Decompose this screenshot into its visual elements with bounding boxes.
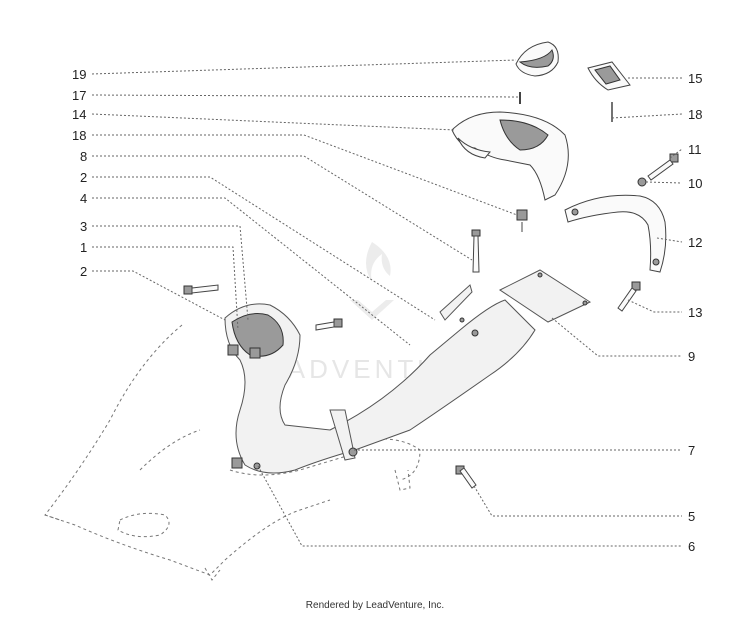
callout-numbers: 19 17 14 18 8 2 4 3 1 2 15 18 11 10 12 1… [72, 67, 702, 554]
callout-4: 4 [80, 191, 87, 206]
callout-18-left: 18 [72, 128, 86, 143]
callout-19: 19 [72, 67, 86, 82]
scooter-body-outline [44, 324, 421, 581]
part-9-plate [499, 269, 592, 323]
part-8-screw [471, 229, 481, 273]
callout-15: 15 [688, 71, 702, 86]
part-10-washer [637, 177, 647, 187]
callout-2-top: 2 [80, 170, 87, 185]
callout-9: 9 [688, 349, 695, 364]
callout-5: 5 [688, 509, 695, 524]
callout-18-right: 18 [688, 107, 702, 122]
callout-3: 3 [80, 219, 87, 234]
bolt-left-mid [315, 318, 343, 331]
part-19-cover [515, 41, 559, 77]
part-18-nut [516, 209, 528, 232]
callout-10: 10 [688, 176, 702, 191]
callout-11: 11 [688, 142, 702, 157]
render-credit: Rendered by LeadVenture, Inc. [305, 600, 445, 611]
callout-2-bottom: 2 [80, 264, 87, 279]
callout-1: 1 [80, 240, 87, 255]
leader-lines [91, 59, 683, 547]
callout-12: 12 [688, 235, 702, 250]
part-13-bolt [617, 281, 641, 312]
callout-17: 17 [72, 88, 86, 103]
part-15-bracket [587, 61, 631, 91]
part-14-rear-cover [451, 111, 569, 201]
callout-6: 6 [688, 539, 695, 554]
bolt-left-top [183, 284, 219, 295]
callout-8: 8 [80, 149, 87, 164]
part-11-bolt [647, 153, 679, 181]
callout-7: 7 [688, 443, 695, 458]
callout-13: 13 [688, 305, 702, 320]
part-5-bolt [455, 465, 477, 489]
callout-14: 14 [72, 107, 86, 122]
frame-tunnel [224, 284, 536, 474]
part-12-grab-handle [564, 194, 667, 273]
